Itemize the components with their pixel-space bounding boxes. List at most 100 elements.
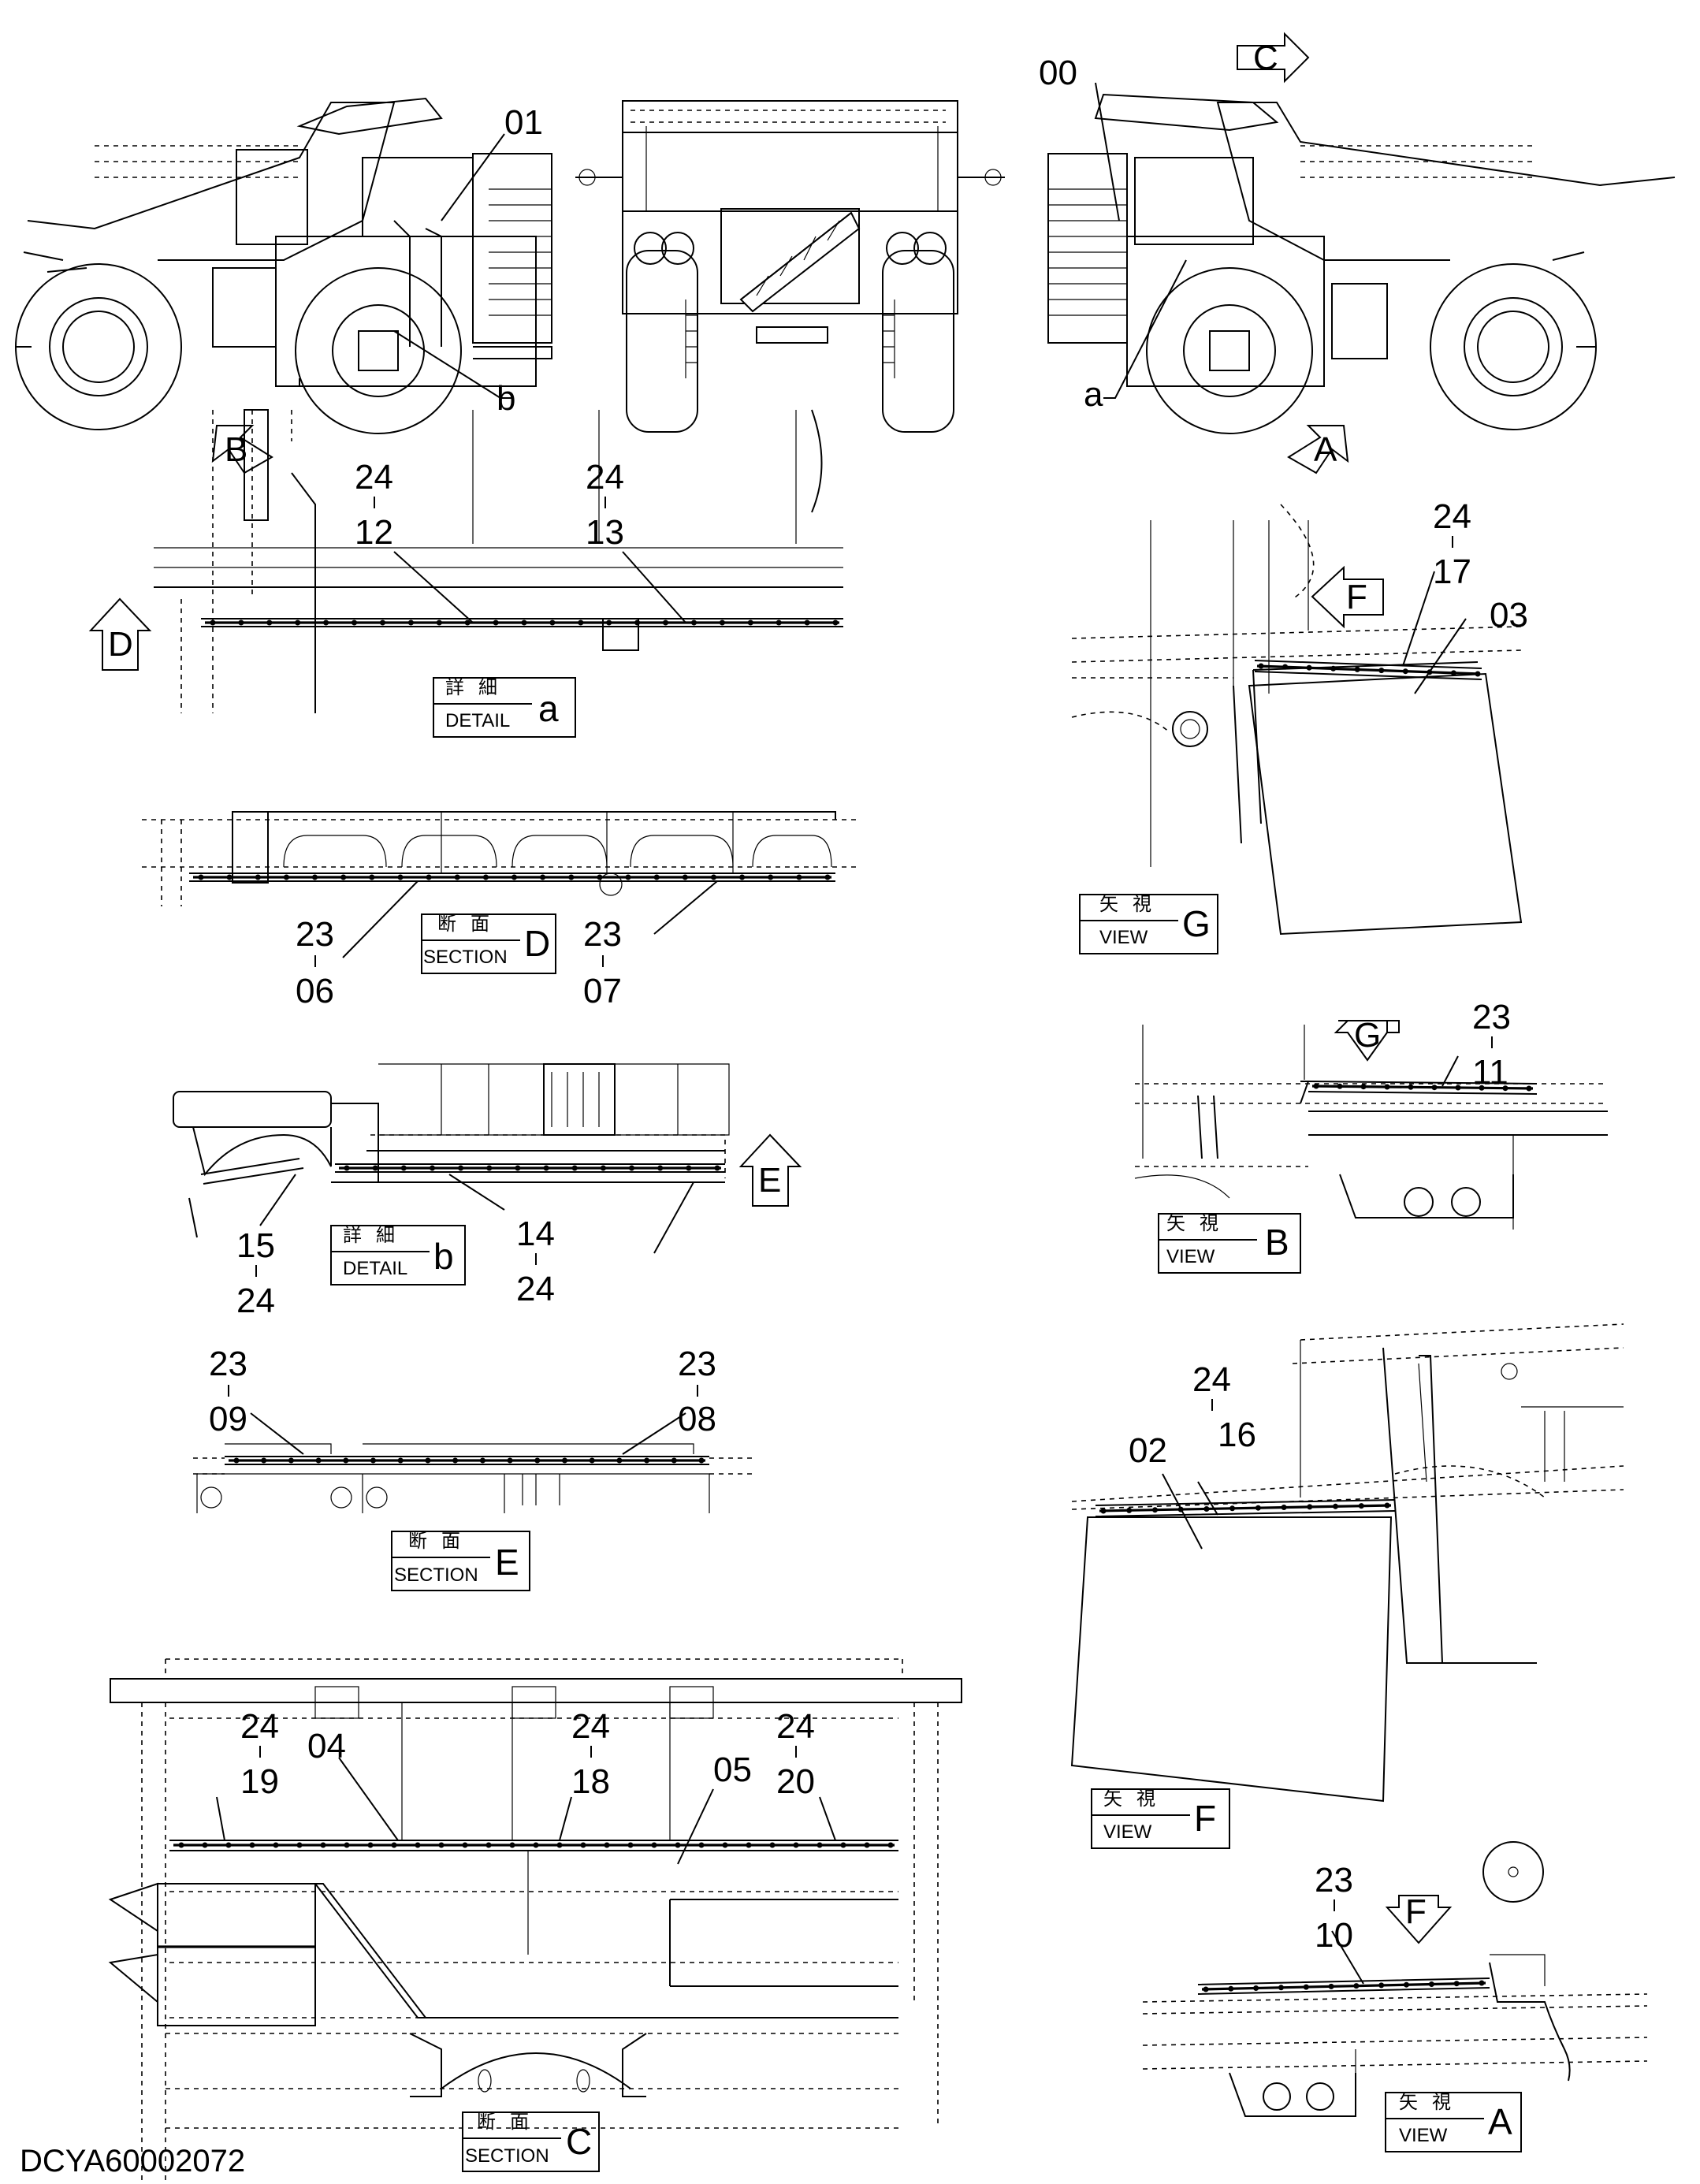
callout-a: a (1084, 375, 1103, 414)
bolt-mark (589, 1457, 595, 1464)
svg-text:詳細: 詳細 (343, 1225, 409, 1246)
view-arrow-g: G (1334, 1016, 1400, 1062)
svg-text:矢視: 矢視 (1103, 1788, 1170, 1810)
leader-23-08 (622, 1412, 686, 1455)
bolt-mark (698, 1457, 705, 1464)
bolt-mark (1258, 663, 1264, 669)
svg-text:D: D (108, 625, 133, 664)
label-view-g: 矢視 VIEW G (1079, 894, 1218, 954)
bolt-mark (1126, 1507, 1133, 1513)
bolt-mark (462, 1842, 468, 1848)
leader-24-16 (1197, 1481, 1218, 1516)
callout-24-18: 24 18 (571, 1707, 610, 1801)
bolt-mark (425, 1457, 431, 1464)
svg-text:24: 24 (776, 1707, 815, 1746)
svg-text:VIEW: VIEW (1103, 1821, 1152, 1843)
bolt-mark (344, 1842, 350, 1848)
bolt-mark (380, 619, 385, 626)
label-view-a: 矢視 VIEW A (1385, 2092, 1522, 2152)
leader-24-13 (622, 551, 686, 623)
svg-text:20: 20 (776, 1762, 815, 1801)
svg-text:断面: 断面 (477, 2111, 543, 2133)
bolt-mark (1337, 1083, 1343, 1089)
bolt-mark (1354, 666, 1360, 672)
bolt-mark (597, 874, 603, 880)
bolt-mark (436, 619, 442, 626)
svg-text:06: 06 (296, 972, 334, 1010)
bolt-mark (793, 1842, 799, 1848)
leader-14-24 (448, 1174, 505, 1211)
bolt-mark (719, 619, 725, 626)
bolt-mark (817, 1842, 823, 1848)
svg-text:F: F (1405, 1892, 1427, 1931)
bolt-mark (769, 1842, 776, 1848)
bolt-mark (1306, 664, 1312, 671)
view-f-drawing (1070, 1323, 1624, 1803)
bolt-mark (238, 619, 244, 626)
bolt-mark (1281, 1505, 1287, 1510)
bolt-mark (372, 1165, 378, 1171)
section-d-drawing (142, 811, 859, 906)
detail-b-drawing (173, 1063, 730, 1254)
svg-text:24: 24 (240, 1707, 279, 1746)
bolt-mark (266, 619, 273, 626)
bolt-mark (397, 1457, 404, 1464)
bolt-mark (452, 1457, 459, 1464)
svg-text:17: 17 (1433, 553, 1471, 591)
svg-text:23: 23 (296, 915, 334, 954)
leader-15-24 (259, 1174, 296, 1226)
bolt-mark (1360, 1084, 1367, 1090)
view-arrow-f-bottom: F (1385, 1892, 1453, 1944)
svg-text:SECTION: SECTION (394, 1565, 478, 1586)
bolt-mark (1479, 1085, 1485, 1091)
bolt-mark (686, 1165, 692, 1171)
bolt-mark (653, 874, 660, 880)
bolt-mark (400, 1165, 407, 1171)
label-detail-a: 詳細 DETAIL a (433, 677, 576, 738)
bolt-mark (210, 619, 216, 626)
bolt-mark (675, 1842, 681, 1848)
svg-text:C: C (566, 2121, 592, 2162)
bolt-mark (1378, 668, 1385, 674)
bolt-mark (295, 619, 301, 626)
bolt-mark (1450, 670, 1456, 676)
bolt-mark (233, 1457, 240, 1464)
truck-front-view (575, 100, 1005, 433)
bolt-mark (485, 1842, 492, 1848)
part-label-05: 05 (713, 1751, 752, 1789)
bolt-mark (1303, 1984, 1309, 1990)
bolt-mark (534, 1457, 541, 1464)
svg-text:B: B (1265, 1222, 1289, 1263)
bolt-mark (515, 1165, 521, 1171)
part-label-03: 03 (1490, 596, 1528, 634)
view-arrow-e: E (738, 1133, 802, 1207)
bolt-mark (288, 1457, 294, 1464)
bolt-mark (1203, 1506, 1210, 1512)
truck-left-side-view (15, 97, 552, 434)
svg-text:23: 23 (1472, 998, 1511, 1036)
callout-23-06: 23 06 (296, 915, 334, 1010)
view-arrow-f-top: F (1311, 565, 1384, 629)
label-view-f: 矢視 VIEW F (1091, 1788, 1230, 1849)
bolt-mark (604, 1842, 610, 1848)
svg-text:F: F (1346, 578, 1367, 616)
bolt-mark (511, 874, 517, 880)
callout-23-07: 23 07 (583, 915, 622, 1010)
bolt-mark (397, 874, 404, 880)
bolt-mark (343, 1457, 349, 1464)
bolt-mark (864, 1842, 870, 1848)
bolt-mark (1313, 1083, 1319, 1089)
svg-text:07: 07 (583, 972, 622, 1010)
bolt-mark (1384, 1502, 1390, 1509)
leader-23-10 (1331, 1930, 1364, 1985)
svg-text:E: E (758, 1161, 781, 1200)
bolt-mark (178, 1842, 184, 1848)
bolt-mark (746, 1842, 752, 1848)
bolt-mark (1307, 1504, 1313, 1510)
svg-text:詳細: 詳細 (445, 677, 511, 698)
leader-23-11 (1441, 1055, 1459, 1087)
bolt-mark (1378, 1982, 1385, 1989)
detail-a-drawing (154, 409, 843, 713)
bolt-mark (651, 1842, 657, 1848)
callout-15-24: 15 24 (236, 1226, 275, 1320)
